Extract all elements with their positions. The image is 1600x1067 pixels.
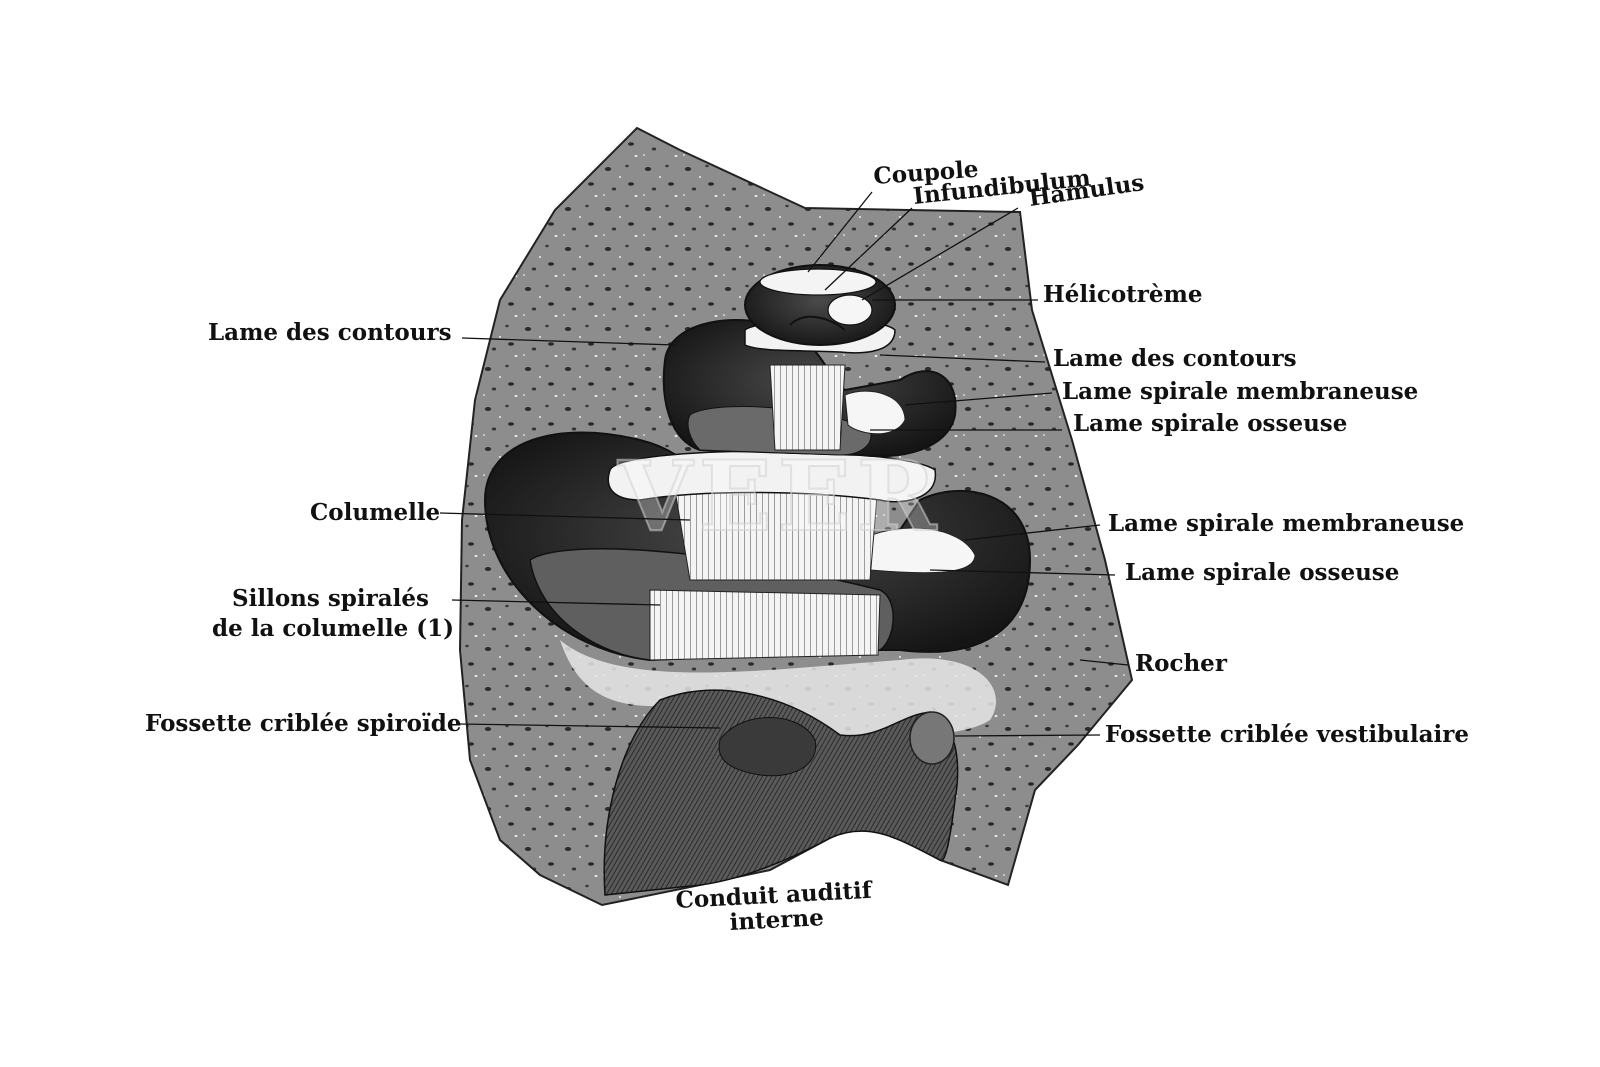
helicotreme-opening [827,294,873,326]
label-lame-des-contours-right: Lame des contours [1053,345,1297,372]
label-rocher: Rocher [1135,650,1228,677]
label-lame-spirale-osseuse-upper: Lame spirale osseuse [1073,410,1347,437]
label-lame-des-contours-left: Lame des contours [208,319,452,346]
columelle-spiral-grooves [649,589,881,661]
label-columelle: Columelle [310,499,440,526]
middle-columelle [769,364,846,451]
fossette-criblee-spiroide-area [718,717,817,777]
basal-membranous-lamina [859,527,976,574]
vestibule-light-area [560,640,996,745]
label-lame-spirale-membraneuse-lower: Lame spirale membraneuse [1108,510,1464,537]
middle-membranous-lamina [844,390,906,435]
label-helicotreme: Hélicotrème [1043,281,1203,308]
label-fossette-criblee-spiroide: Fossette criblée spiroïde [145,710,461,737]
label-lame-spirale-osseuse-lower: Lame spirale osseuse [1125,559,1399,586]
watermark-text: VEER [617,440,943,553]
label-sillons-spirales-line2: de la columelle (1) [212,615,454,642]
label-sillons-spirales-line1: Sillons spiralés [232,585,429,612]
coupole-rim [759,268,877,296]
leader-lines [439,191,1129,737]
label-lame-spirale-membraneuse-upper: Lame spirale membraneuse [1062,378,1418,405]
label-fossette-criblee-vestibulaire: Fossette criblée vestibulaire [1105,721,1469,748]
hamulus-hook [789,315,846,331]
label-conduit-auditif-line2: interne [729,904,824,936]
fossette-criblee-vestibulaire-area [909,711,955,765]
